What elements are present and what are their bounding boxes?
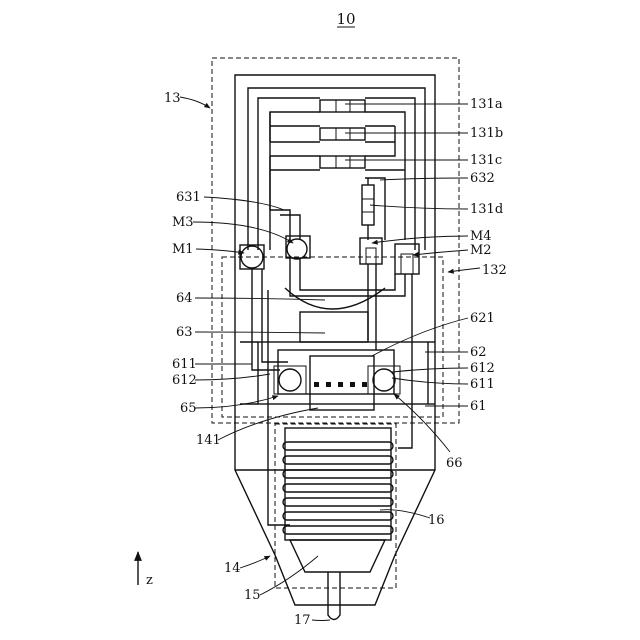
- roller-66: [373, 369, 395, 391]
- resistor-131a: [320, 100, 365, 112]
- figure-number: 10: [336, 10, 355, 28]
- block-63: [300, 312, 368, 342]
- roller-65: [279, 369, 301, 391]
- internal-wiring: [252, 258, 412, 525]
- label-61: 61: [470, 399, 487, 414]
- label-16: 16: [428, 513, 445, 528]
- lens-64: [285, 288, 385, 309]
- label-131a: 131a: [470, 97, 503, 112]
- label-132: 132: [482, 263, 507, 278]
- label-131b: 131b: [470, 126, 503, 141]
- resistor-131b: [320, 128, 365, 140]
- label-64: 64: [176, 291, 193, 306]
- resistor-131c: [320, 156, 365, 168]
- label-632: 632: [470, 171, 495, 186]
- label-65: 65: [180, 401, 197, 416]
- rod-17: [328, 572, 340, 620]
- label-m4: M4: [470, 229, 492, 244]
- label-131c: 131c: [470, 153, 502, 168]
- label-63: 63: [176, 325, 193, 340]
- label-611-left: 611: [172, 357, 197, 372]
- frame-62: [258, 342, 428, 404]
- label-611-right: 611: [470, 377, 495, 392]
- label-17: 17: [294, 613, 311, 628]
- label-13: 13: [164, 91, 181, 106]
- label-14: 14: [224, 561, 241, 576]
- reference-labels: 13 131a 131b 131c 632 631 131d M3 M4 M1 …: [164, 91, 507, 628]
- label-66: 66: [446, 456, 463, 471]
- label-621: 621: [470, 311, 495, 326]
- box-13: [212, 58, 459, 423]
- label-m1: M1: [172, 242, 194, 257]
- label-612-right: 612: [470, 361, 495, 376]
- sensor-dots: [314, 382, 367, 387]
- label-141: 141: [196, 433, 221, 448]
- label-m2: M2: [470, 243, 492, 258]
- label-131d: 131d: [470, 202, 503, 217]
- label-612-left: 612: [172, 373, 197, 388]
- motor-m1: [240, 245, 264, 269]
- label-m3: M3: [172, 215, 194, 230]
- box-132: [222, 257, 443, 417]
- label-15: 15: [244, 588, 261, 603]
- z-axis-label: z: [146, 573, 153, 588]
- label-631: 631: [176, 190, 201, 205]
- label-62: 62: [470, 345, 487, 360]
- coil-16: [283, 428, 393, 540]
